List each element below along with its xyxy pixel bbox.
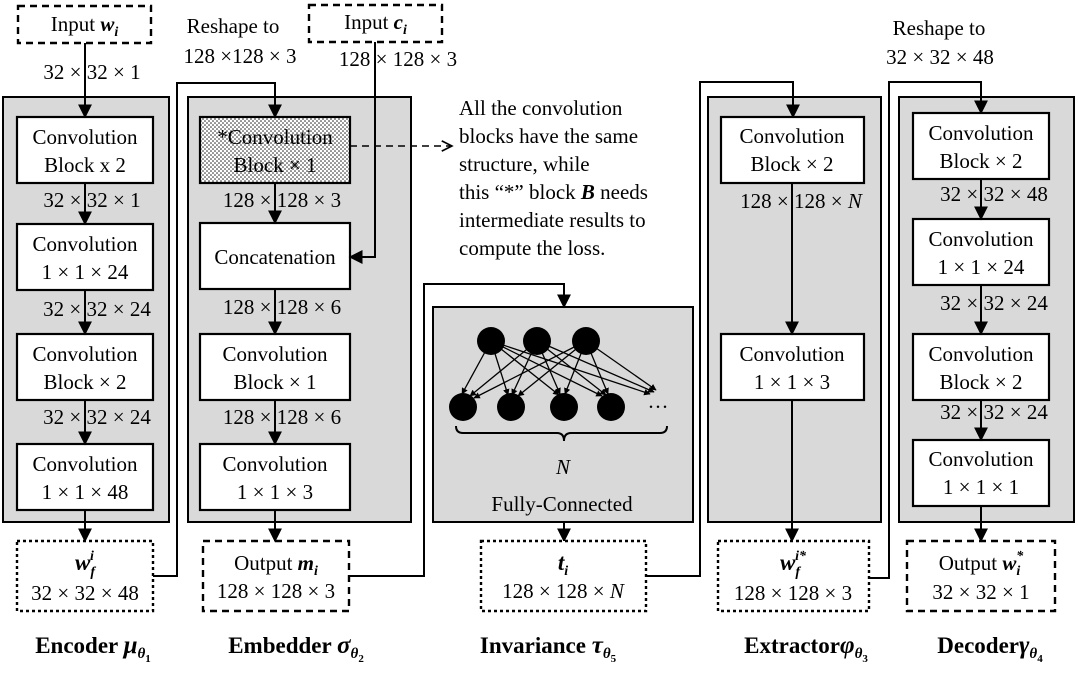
decoder-reshape-line1: Reshape to xyxy=(893,16,986,40)
invariance-to-extractor-connector xyxy=(646,81,800,577)
invariance-title: Invariance τθ5 xyxy=(480,632,617,665)
encoder-dim-1: 32 × 32 × 1 xyxy=(43,188,140,212)
embedder-output-dim: 128 × 128 × 3 xyxy=(217,579,335,603)
encoder-conv-4 xyxy=(15,442,155,512)
embedder-dim-3: 128 × 128 × 6 xyxy=(223,405,341,429)
encoder-to-embedder-connector xyxy=(153,82,282,577)
embedder-to-invariance-connector xyxy=(349,283,571,577)
fc-output-node xyxy=(597,393,625,421)
extractor-block2-line1: Convolution xyxy=(739,342,845,366)
note-line-1: All the convolution xyxy=(459,96,623,120)
extractor-block2-line2: 1 × 1 × 3 xyxy=(754,370,830,394)
fc-ellipsis: ··· xyxy=(648,395,669,419)
invariance-output-var: ti xyxy=(558,550,568,579)
decoder-block3-line1: Convolution xyxy=(928,342,1034,366)
note-line-4: this “*” block B needs xyxy=(459,180,648,204)
extractor-output-dim: 128 × 128 × 3 xyxy=(734,581,852,605)
encoder-block1-line2: Block x 2 xyxy=(44,153,126,177)
extractor-block1-line1: Convolution xyxy=(739,124,845,148)
fc-output-node xyxy=(497,393,525,421)
note-line-3: structure, while xyxy=(459,152,590,176)
cover-to-concat-connector xyxy=(348,42,376,264)
decoder-block1-line1: Convolution xyxy=(928,121,1034,145)
encoder-block2-line1: Convolution xyxy=(32,232,138,256)
fc-input-node xyxy=(477,327,505,355)
embedder-star-conv-block xyxy=(198,115,352,185)
embedder-input-box xyxy=(307,3,444,44)
embedder-input-dim: 128 × 128 × 3 xyxy=(339,47,457,71)
embedder-block4-line1: Convolution xyxy=(222,452,328,476)
extractor-to-decoder-connector xyxy=(869,81,988,579)
encoder-dim-3: 32 × 32 × 24 xyxy=(43,405,151,429)
encoder-block4-line2: 1 × 1 × 48 xyxy=(42,480,129,504)
embedder-dim-1: 128 × 128 × 3 xyxy=(223,188,341,212)
note-line-6: compute the loss. xyxy=(459,236,605,260)
decoder-block2-line2: 1 × 1 × 24 xyxy=(938,255,1025,279)
extractor-conv-block-1 xyxy=(719,115,866,185)
encoder-output-var: wfi xyxy=(75,549,96,580)
decoder-dim-2: 32 × 32 × 24 xyxy=(940,291,1048,315)
encoder-block3-line1: Convolution xyxy=(32,342,138,366)
embedder-dim-2: 128 × 128 × 6 xyxy=(223,295,341,319)
fc-input-node xyxy=(572,327,600,355)
decoder-output-box xyxy=(905,539,1057,613)
decoder-dim-3: 32 × 32 × 24 xyxy=(940,400,1048,424)
encoder-block3-line2: Block × 2 xyxy=(43,370,126,394)
decoder-output-label: Output wi* xyxy=(939,549,1025,579)
encoder-title: Encoder μθ1 xyxy=(35,632,151,665)
embedder-block2-label: Concatenation xyxy=(214,245,336,269)
embedder-output-box xyxy=(201,539,351,613)
decoder-conv-block-1 xyxy=(911,111,1051,181)
decoder-dim-1: 32 × 32 × 48 xyxy=(940,182,1048,206)
embedder-reshape-line1: Reshape to xyxy=(187,14,280,38)
encoder-block1-line1: Convolution xyxy=(32,125,138,149)
embedder-block3-line2: Block × 1 xyxy=(233,370,316,394)
encoder-input-label: Input wi xyxy=(51,12,119,40)
extractor-conv-2 xyxy=(719,332,866,402)
encoder-output-dim: 32 × 32 × 48 xyxy=(31,581,139,605)
decoder-title: Decoderγθ4 xyxy=(937,632,1043,665)
encoder-input-dim: 32 × 32 × 1 xyxy=(43,60,140,84)
fc-output-node xyxy=(449,393,477,421)
note-line-2: blocks have the same xyxy=(459,124,638,148)
fully-connected-network: ··· xyxy=(449,327,669,442)
decoder-block2-line1: Convolution xyxy=(928,227,1034,251)
embedder-block3-line1: Convolution xyxy=(222,342,328,366)
decoder-reshape-line2: 32 × 32 × 48 xyxy=(886,45,994,69)
embedder-block4-line2: 1 × 1 × 3 xyxy=(237,480,313,504)
encoder-dim-2: 32 × 32 × 24 xyxy=(43,297,151,321)
embedder-output-label: Output mi xyxy=(234,551,318,579)
decoder-block4-line1: Convolution xyxy=(928,447,1034,471)
embedder-reshape-line2: 128 ×128 × 3 xyxy=(184,44,297,68)
embedder-title: Embedder σθ2 xyxy=(228,632,364,665)
extractor-title: Extractorφθ3 xyxy=(744,632,868,665)
fc-label: Fully-Connected xyxy=(491,492,633,516)
fc-brace xyxy=(455,425,668,442)
embedder-block1-line2: Block × 1 xyxy=(233,153,316,177)
extractor-block1-line2: Block × 2 xyxy=(750,152,833,176)
extractor-output-var: wfi* xyxy=(780,549,807,580)
embedder-concatenation xyxy=(198,221,352,291)
embedder-input-label: Input ci xyxy=(344,10,407,38)
fc-output-node xyxy=(550,393,578,421)
invariance-output-dim: 128 × 128 × N xyxy=(502,579,625,603)
decoder-block3-line2: Block × 2 xyxy=(939,370,1022,394)
encoder-block2-line2: 1 × 1 × 24 xyxy=(42,260,129,284)
decoder-block1-line2: Block × 2 xyxy=(939,149,1022,173)
encoder-block4-line1: Convolution xyxy=(32,452,138,476)
invariance-output-box xyxy=(479,539,648,613)
note-line-5: intermediate results to xyxy=(459,208,646,232)
fc-input-node xyxy=(523,327,551,355)
extractor-dim-1: 128 × 128 × N xyxy=(740,189,863,213)
extractor-output-box xyxy=(716,539,871,613)
decoder-block4-line2: 1 × 1 × 1 xyxy=(943,475,1019,499)
embedder-block1-line1: *Convolution xyxy=(217,125,333,149)
encoder-input-box xyxy=(16,4,153,45)
decoder-output-dim: 32 × 32 × 1 xyxy=(932,580,1029,604)
fc-n-label: N xyxy=(555,455,571,479)
